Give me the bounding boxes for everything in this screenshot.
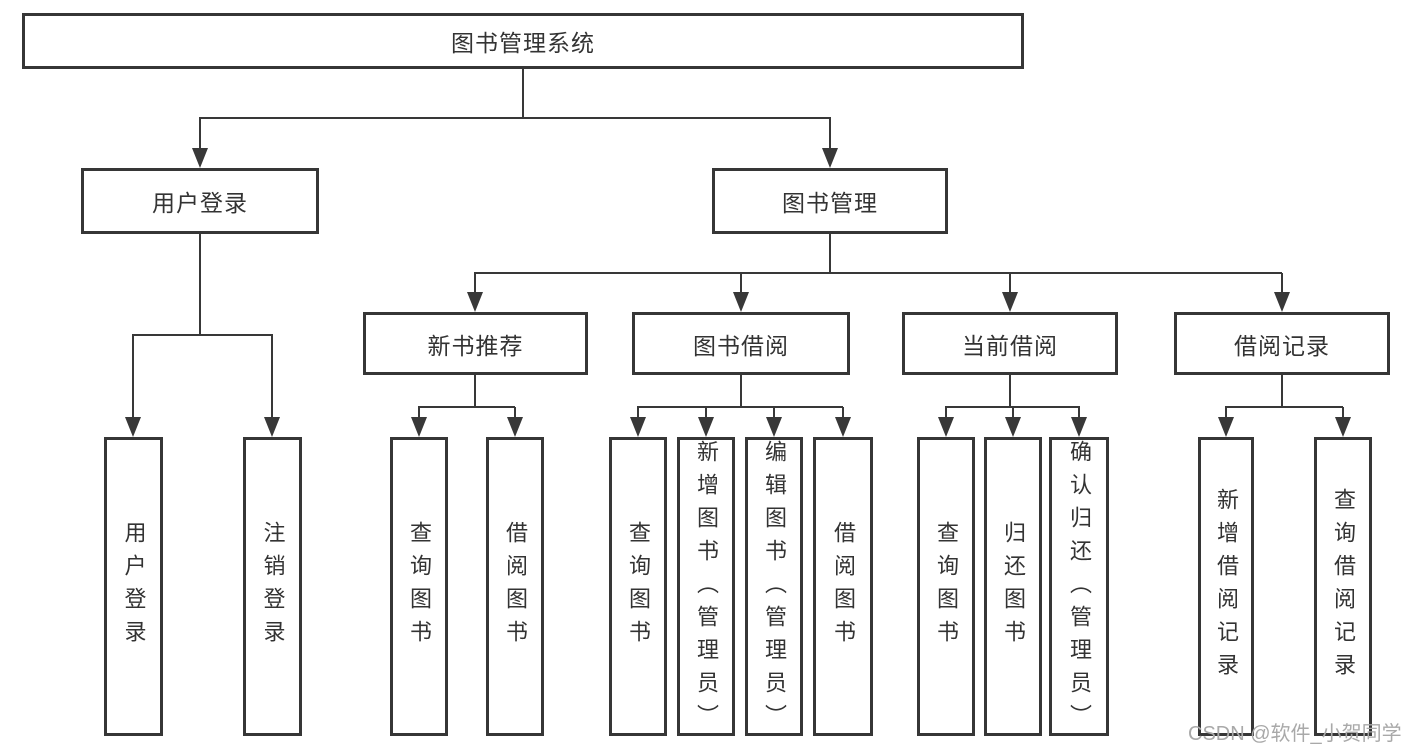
- connector-line: [1281, 273, 1283, 295]
- arrow-down-icon: [835, 417, 851, 437]
- leaf-label: 查询图书: [934, 520, 959, 653]
- node-label: 图书管理系统: [451, 30, 595, 56]
- connector-line: [1342, 407, 1344, 421]
- connector-line: [1012, 407, 1014, 421]
- arrow-down-icon: [766, 417, 782, 437]
- connector-line: [474, 375, 476, 408]
- connector-line: [773, 407, 775, 421]
- leaf-query-borrow-record: 查询借阅记录: [1314, 437, 1372, 736]
- arrow-down-icon: [507, 417, 523, 437]
- connector-line: [132, 335, 134, 421]
- connector-line: [1009, 273, 1011, 295]
- leaf-label: 查询图书: [407, 520, 432, 653]
- connector-line: [132, 334, 273, 336]
- connector-line: [522, 69, 524, 118]
- arrow-down-icon: [1005, 417, 1021, 437]
- leaf-query-books-borrowing: 查询图书: [609, 437, 667, 736]
- node-current-borrowing: 当前借阅: [902, 312, 1118, 375]
- connector-line: [829, 118, 831, 152]
- connector-line: [829, 234, 831, 274]
- node-new-book-recommendation: 新书推荐: [363, 312, 588, 375]
- leaf-label: 用户登录: [121, 520, 147, 653]
- leaf-borrow-books-recommend: 借阅图书: [486, 437, 544, 736]
- node-label: 图书管理: [782, 190, 878, 216]
- arrow-down-icon: [733, 292, 749, 312]
- leaf-user-login: 用户登录: [104, 437, 163, 736]
- leaf-label: 借阅图书: [831, 520, 856, 653]
- arrow-down-icon: [467, 292, 483, 312]
- arrow-down-icon: [411, 417, 427, 437]
- arrow-down-icon: [1071, 417, 1087, 437]
- connector-line: [271, 335, 273, 421]
- leaf-add-borrow-record: 新增借阅记录: [1198, 437, 1254, 736]
- connector-line: [474, 272, 1282, 274]
- leaf-label: 新增借阅记录: [1214, 487, 1239, 686]
- arrow-down-icon: [1274, 292, 1290, 312]
- node-label: 图书借阅: [693, 332, 789, 359]
- csdn-watermark: CSDN @软件_小贺同学: [1188, 723, 1402, 745]
- connector-line: [705, 407, 707, 421]
- connector-line: [514, 407, 516, 421]
- connector-line: [1078, 407, 1080, 421]
- connector-line: [199, 117, 831, 119]
- connector-line: [199, 234, 201, 336]
- arrow-down-icon: [822, 148, 838, 168]
- leaf-label: 归还图书: [1001, 520, 1026, 653]
- node-label: 新书推荐: [427, 332, 524, 359]
- leaf-label: 注销登录: [260, 520, 286, 653]
- node-label: 当前借阅: [962, 332, 1058, 359]
- node-book-borrowing: 图书借阅: [632, 312, 850, 375]
- node-root-library-system: 图书管理系统: [22, 13, 1024, 69]
- leaf-query-books-recommend: 查询图书: [390, 437, 448, 736]
- leaf-query-books-current: 查询图书: [917, 437, 975, 736]
- node-book-management: 图书管理: [712, 168, 948, 234]
- node-borrowing-records: 借阅记录: [1174, 312, 1390, 375]
- node-label: 用户登录: [152, 190, 248, 216]
- leaf-label: 借阅图书: [503, 520, 528, 653]
- connector-line: [945, 407, 947, 421]
- leaf-label: 编辑图书（管理员）: [762, 440, 787, 737]
- arrow-down-icon: [938, 417, 954, 437]
- leaf-borrow-books-borrowing: 借阅图书: [813, 437, 873, 736]
- leaf-return-books: 归还图书: [984, 437, 1042, 736]
- node-label: 借阅记录: [1234, 332, 1330, 359]
- connector-line: [637, 406, 843, 408]
- connector-line: [1225, 407, 1227, 421]
- arrow-down-icon: [264, 417, 280, 437]
- connector-line: [418, 406, 515, 408]
- connector-line: [740, 375, 742, 408]
- leaf-confirm-return-admin: 确认归还（管理员）: [1049, 437, 1109, 737]
- leaf-edit-books-admin: 编辑图书（管理员）: [745, 437, 803, 737]
- arrow-down-icon: [698, 417, 714, 437]
- connector-line: [740, 273, 742, 295]
- connector-line: [637, 407, 639, 421]
- leaf-add-books-admin: 新增图书（管理员）: [677, 437, 735, 737]
- leaf-label: 新增图书（管理员）: [694, 440, 719, 737]
- connector-line: [474, 273, 476, 295]
- connector-line: [1225, 406, 1343, 408]
- connector-line: [418, 407, 420, 421]
- leaf-label: 查询图书: [626, 520, 651, 653]
- connector-line: [199, 118, 201, 152]
- connector-line: [1009, 375, 1011, 408]
- leaf-label: 确认归还（管理员）: [1067, 440, 1092, 737]
- arrow-down-icon: [192, 148, 208, 168]
- node-user-login: 用户登录: [81, 168, 319, 234]
- arrow-down-icon: [1218, 417, 1234, 437]
- arrow-down-icon: [125, 417, 141, 437]
- arrow-down-icon: [1002, 292, 1018, 312]
- connector-line: [842, 407, 844, 421]
- leaf-logout: 注销登录: [243, 437, 302, 736]
- connector-line: [1281, 375, 1283, 408]
- arrow-down-icon: [630, 417, 646, 437]
- arrow-down-icon: [1335, 417, 1351, 437]
- leaf-label: 查询借阅记录: [1331, 487, 1356, 686]
